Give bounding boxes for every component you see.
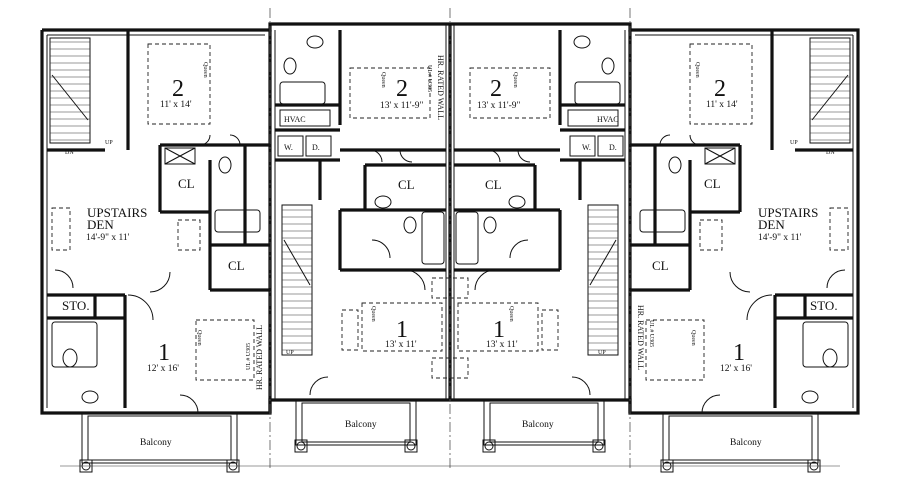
cl-bed2-dimension: 13' x 11'-9" bbox=[380, 101, 423, 111]
right-bed1-bed: Queen bbox=[690, 330, 696, 346]
right-den-line2: DEN bbox=[758, 217, 785, 232]
right-balcony: Balcony bbox=[730, 438, 762, 448]
stair-break-line bbox=[283, 239, 311, 286]
left-bed2-bed: Queen bbox=[202, 62, 208, 78]
center-left-unit-labels: 2 13' x 11'-9" Queen HVAC W. D. CL 1 13'… bbox=[284, 55, 445, 430]
right-wall-note: HR. RATED WALL bbox=[636, 305, 645, 370]
right-stair-up: UP bbox=[790, 140, 798, 146]
cl-dryer: D. bbox=[312, 143, 320, 152]
right-storage: STO. bbox=[810, 298, 838, 313]
cr-bed1-bed: Queen bbox=[508, 306, 514, 322]
left-bed2-number: 2 bbox=[172, 76, 184, 102]
cr-bed2-number: 2 bbox=[490, 76, 502, 102]
cl-balcony: Balcony bbox=[345, 420, 377, 430]
cr-bed1-number: 1 bbox=[493, 317, 505, 343]
right-closet-upper: CL bbox=[704, 176, 721, 191]
left-stair-up: UP bbox=[105, 140, 113, 146]
cr-hvac: HVAC bbox=[597, 115, 619, 124]
left-bed1-bed: Queen bbox=[196, 330, 202, 346]
left-storage: STO. bbox=[62, 298, 90, 313]
left-wall-note: HR. RATED WALL bbox=[255, 325, 264, 390]
left-den-line1: UPSTAIRS bbox=[87, 205, 147, 220]
cr-balcony: Balcony bbox=[522, 420, 554, 430]
cl-closet: CL bbox=[398, 177, 415, 192]
walls bbox=[40, 8, 860, 470]
stair-break-line bbox=[811, 74, 849, 121]
stair-break-line bbox=[589, 239, 617, 286]
right-bed2-number: 2 bbox=[714, 76, 726, 102]
cl-bed2-number: 2 bbox=[396, 76, 408, 102]
cr-stair-up: UP bbox=[598, 350, 606, 356]
right-closet-lower: CL bbox=[652, 258, 669, 273]
right-bed1-number: 1 bbox=[733, 340, 745, 366]
right-stair-dn: DN bbox=[826, 150, 835, 156]
left-closet-lower: CL bbox=[228, 258, 245, 273]
cl-wall-code: UL # U305 bbox=[426, 65, 432, 92]
cl-washer: W. bbox=[284, 143, 293, 152]
cr-washer: W. bbox=[582, 143, 591, 152]
right-unit-labels: 2 11' x 14' Queen CL UPSTAIRS DEN 14'-9"… bbox=[636, 62, 838, 448]
right-wall-code: UL # U305 bbox=[648, 320, 654, 347]
cl-hvac: HVAC bbox=[284, 115, 306, 124]
center-right-unit-labels: 2 13' x 11'-9" Queen HVAC W. D. CL 1 13'… bbox=[477, 72, 619, 430]
left-den-line2: DEN bbox=[87, 217, 114, 232]
stair-break-line bbox=[51, 74, 89, 121]
right-den-dimension: 14'-9" x 11' bbox=[758, 233, 802, 243]
right-bed1-dimension: 12' x 16' bbox=[720, 364, 752, 374]
right-den-line1: UPSTAIRS bbox=[758, 205, 818, 220]
balconies bbox=[81, 399, 819, 464]
left-wall-code: UL # U305 bbox=[246, 343, 252, 370]
beds bbox=[51, 43, 849, 381]
right-bed2-bed: Queen bbox=[694, 62, 700, 78]
cl-bed1-bed: Queen bbox=[370, 306, 376, 322]
left-unit-labels: 2 11' x 14' Queen CL UPSTAIRS DEN 14'-9"… bbox=[62, 62, 264, 448]
columns bbox=[60, 439, 840, 473]
fixtures bbox=[51, 35, 849, 404]
cr-bed2-dimension: 13' x 11'-9" bbox=[477, 101, 520, 111]
left-bed1-number: 1 bbox=[158, 340, 170, 366]
stair-treads bbox=[50, 41, 850, 351]
left-balcony: Balcony bbox=[140, 438, 172, 448]
cr-bed2-bed: Queen bbox=[512, 72, 518, 88]
cr-bed1-dimension: 13' x 11' bbox=[486, 340, 518, 350]
cl-stair-up: UP bbox=[286, 350, 294, 356]
cr-dryer: D. bbox=[609, 143, 617, 152]
left-bed2-dimension: 11' x 14' bbox=[160, 100, 192, 110]
cl-bed1-dimension: 13' x 11' bbox=[385, 340, 417, 350]
cl-bed1-number: 1 bbox=[396, 317, 408, 343]
cl-bed2-bed: Queen bbox=[380, 72, 386, 88]
left-closet-upper: CL bbox=[178, 176, 195, 191]
left-bed1-dimension: 12' x 16' bbox=[147, 364, 179, 374]
doors bbox=[54, 134, 846, 414]
cr-closet: CL bbox=[485, 177, 502, 192]
right-bed2-dimension: 11' x 14' bbox=[706, 100, 738, 110]
left-den-dimension: 14'-9" x 11' bbox=[86, 233, 130, 243]
left-stair-dn: DN bbox=[65, 150, 74, 156]
cl-wall-note: HR. RATED WALL bbox=[436, 55, 445, 120]
